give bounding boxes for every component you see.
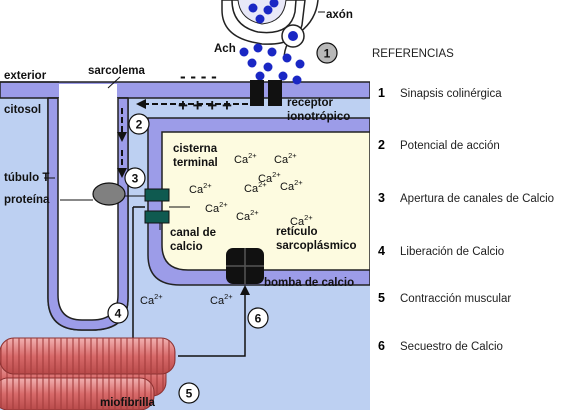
- step-marker-5: 5: [178, 382, 200, 404]
- proteina-label: proteína: [4, 194, 50, 206]
- ach-label: Ach: [214, 43, 236, 55]
- svg-text:Ca2+: Ca2+: [205, 200, 228, 215]
- reticulo-label-1: retículo: [276, 226, 318, 238]
- cisterna-label-1: cisterna: [173, 143, 218, 155]
- bomba-label: bomba de calcio: [264, 277, 354, 289]
- svg-text:5: 5: [186, 387, 193, 401]
- canal-label-1: canal de: [170, 227, 216, 239]
- svg-text:4: 4: [115, 307, 122, 321]
- myofibrils: [0, 337, 176, 410]
- exterior-label: exterior: [4, 70, 47, 82]
- legend-title: REFERENCIAS: [372, 48, 454, 60]
- svg-text:Ca2+: Ca2+: [244, 180, 267, 195]
- svg-text:Ca2+: Ca2+: [290, 213, 313, 228]
- calcium-ions: Ca2+ Ca2+ Ca2+ Ca2+ Ca2+ Ca2+ Ca2+ Ca2+ …: [140, 151, 313, 307]
- receptor-label-2: ionotrópico: [287, 111, 350, 123]
- svg-text:Ca2+: Ca2+: [258, 170, 281, 185]
- svg-text:Ca2+: Ca2+: [140, 292, 163, 307]
- tubulo-t-label: túbulo T: [4, 172, 49, 184]
- miofibrilla-label: miofibrilla: [100, 397, 156, 409]
- step-marker-2: 2: [128, 113, 150, 135]
- reticulo-label-2: sarcoplásmico: [276, 240, 357, 252]
- step-marker-6: 6: [247, 307, 269, 329]
- positive-charges: + + + +: [178, 96, 232, 115]
- axon-terminal: [221, 0, 319, 61]
- step-marker-3: 3: [124, 167, 146, 189]
- citosol-label: citosol: [4, 104, 41, 116]
- svg-text:Ca2+: Ca2+: [274, 151, 297, 166]
- svg-text:Ca2+: Ca2+: [236, 208, 259, 223]
- negative-charges: - - - -: [180, 67, 217, 86]
- svg-text:6: 6: [255, 312, 262, 326]
- ionotropic-receptor: [250, 80, 282, 106]
- muscle-excitation-diagram: - - - - + + + + axón Ach exterior sarcol…: [0, 0, 370, 410]
- svg-text:1: 1: [324, 47, 331, 61]
- cisterna-label-2: terminal: [173, 157, 218, 169]
- dhp-protein: [92, 182, 126, 206]
- svg-text:2: 2: [136, 118, 143, 132]
- step-marker-1: 1: [316, 42, 338, 64]
- axon-label: axón: [326, 9, 353, 21]
- svg-text:Ca2+: Ca2+: [280, 178, 303, 193]
- canal-label-2: calcio: [170, 241, 203, 253]
- reticulum-interior: [161, 131, 370, 271]
- sarcolema-label: sarcolema: [88, 65, 146, 77]
- svg-text:3: 3: [132, 172, 139, 186]
- calcium-channel: [144, 188, 170, 224]
- svg-text:Ca2+: Ca2+: [189, 181, 212, 196]
- t-tubule: [58, 98, 118, 320]
- svg-text:Ca2+: Ca2+: [210, 292, 233, 307]
- svg-text:Ca2+: Ca2+: [234, 151, 257, 166]
- receptor-label-1: receptor: [287, 97, 334, 109]
- acetylcholine-molecules: [239, 43, 305, 85]
- step-marker-4: 4: [107, 302, 129, 324]
